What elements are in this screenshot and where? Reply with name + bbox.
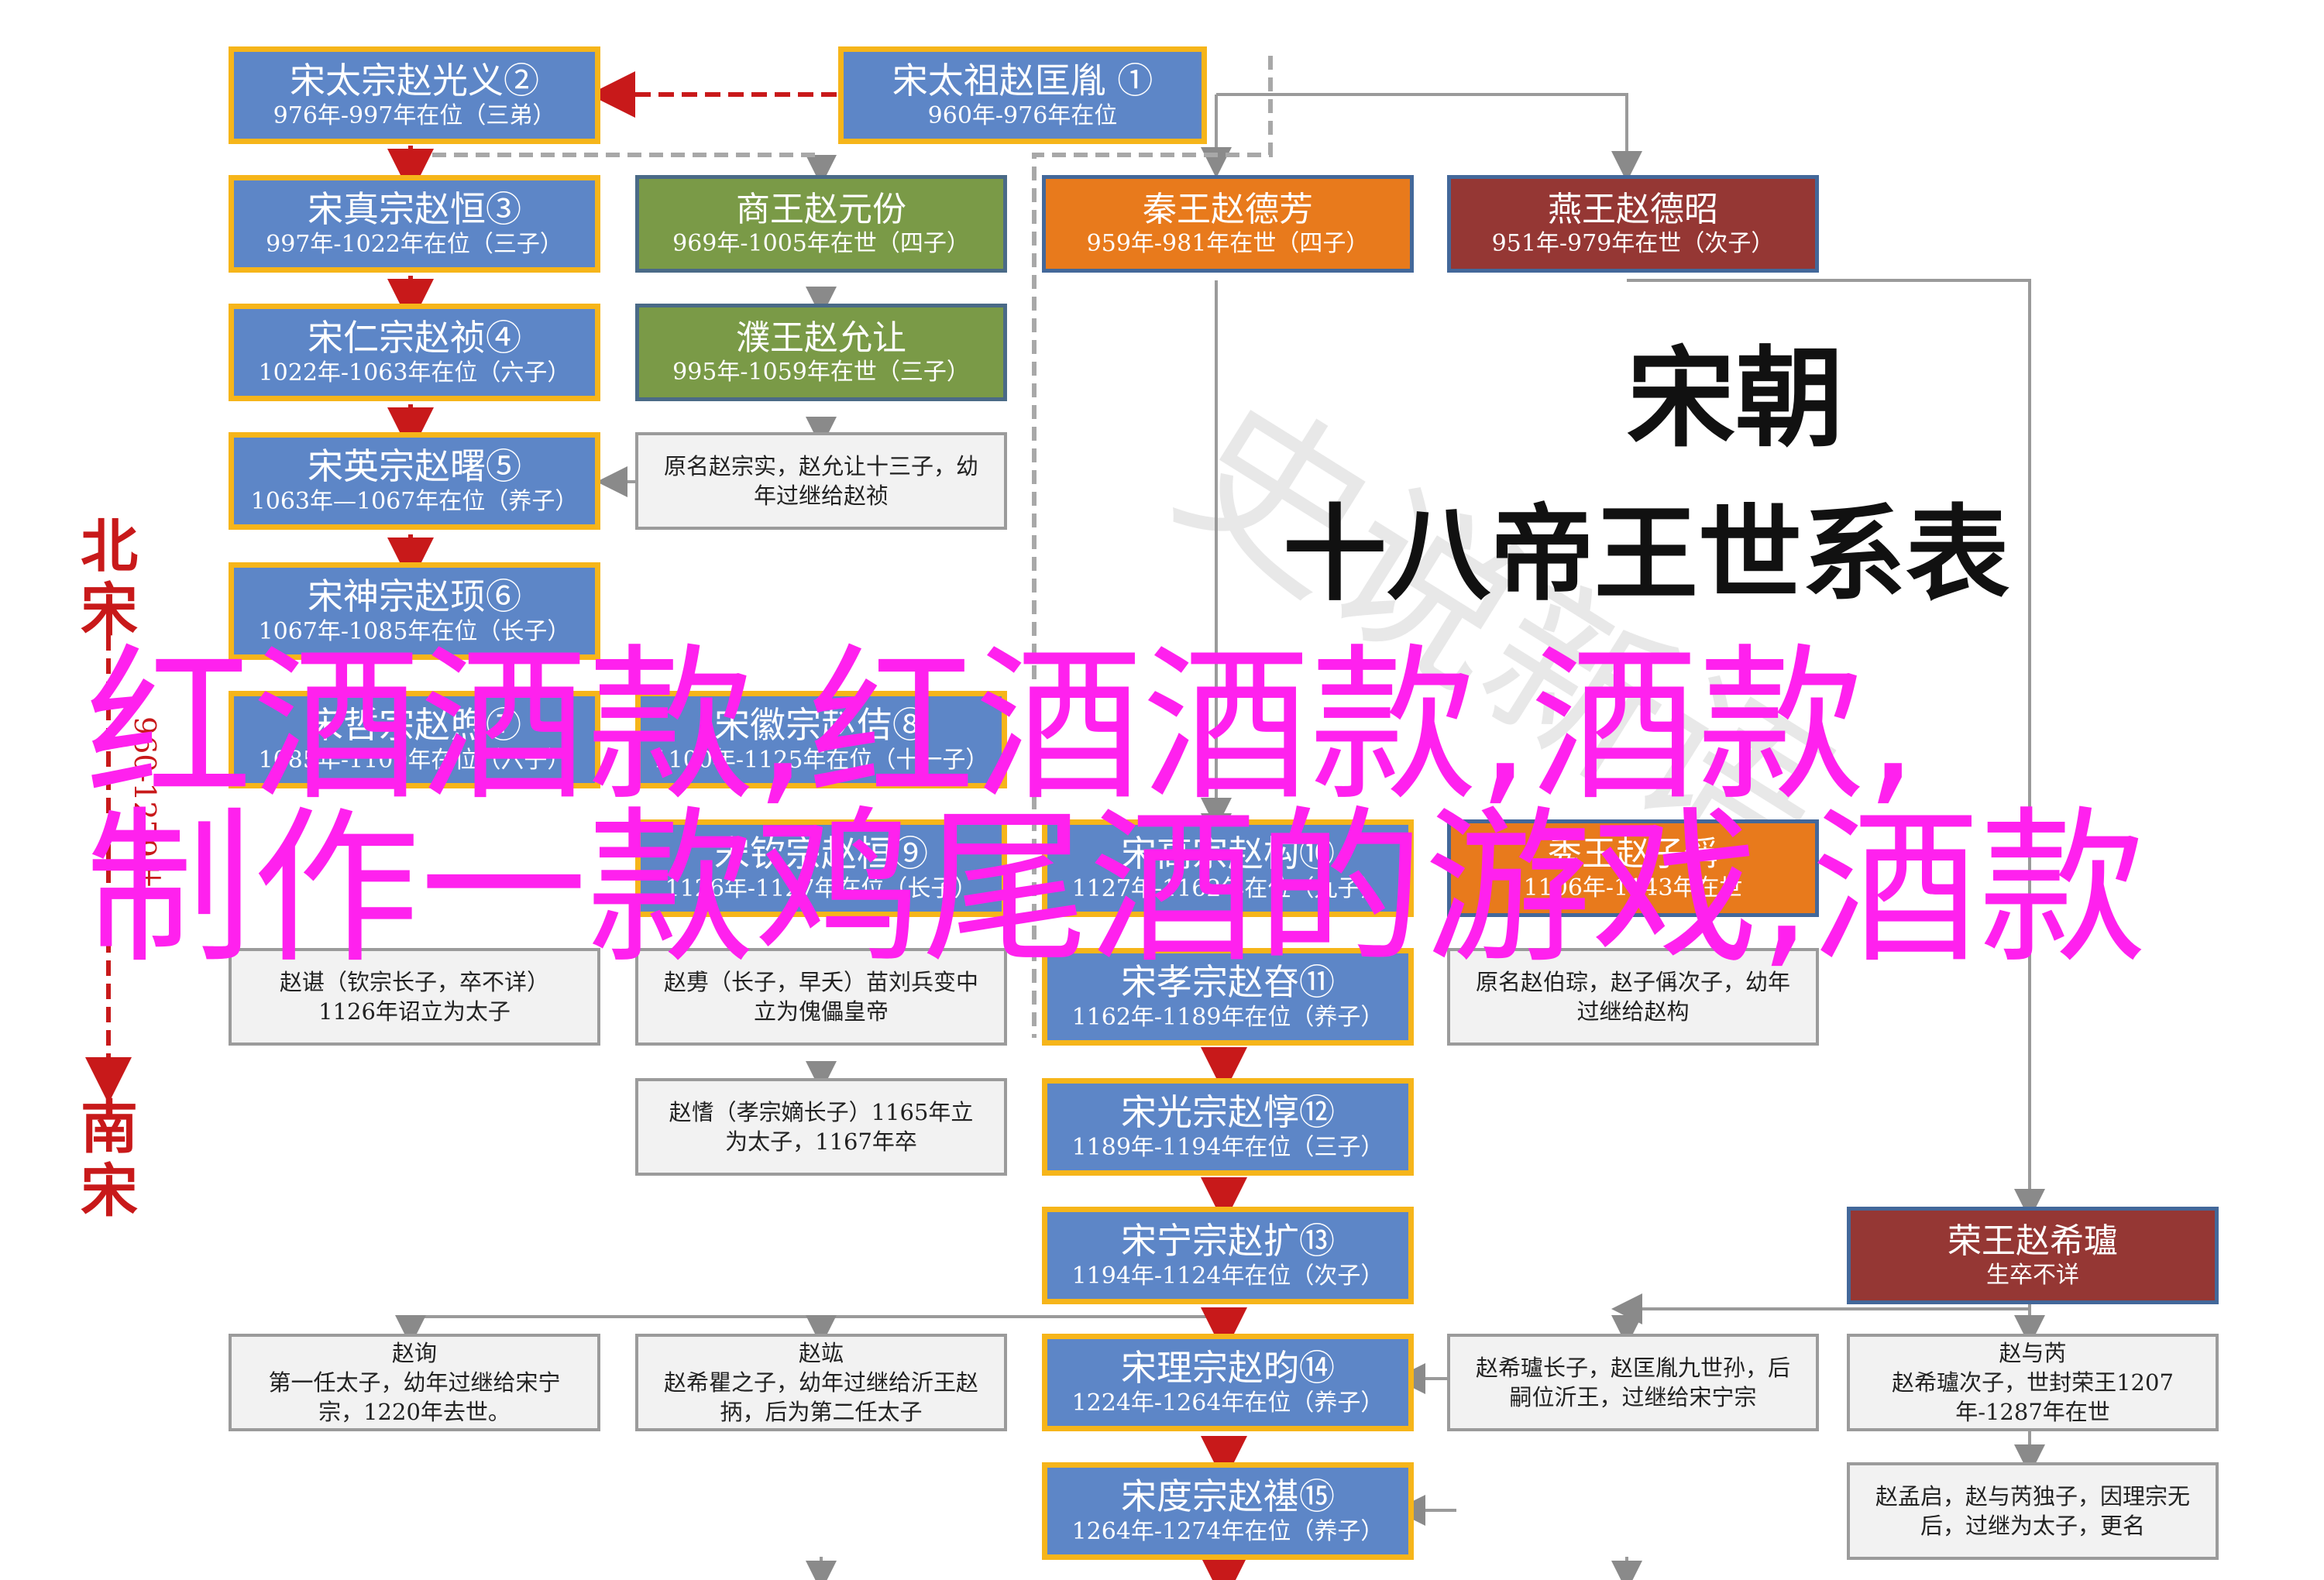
note-box-zhaochen: 赵谌（钦宗长子，卒不详）1126年诏立为太子 <box>229 948 600 1046</box>
note-box-zhaoyurui: 赵与芮 赵希瓐次子，世封荣王1207年-1287年在世 <box>1847 1334 2219 1431</box>
note-title: 赵询 <box>391 1340 437 1366</box>
emperor-box-qinzong: 宋钦宗赵桓⑨ 1126年-1127年在位（长子） <box>635 819 1007 917</box>
emperor-dates: 976年-997年在位（三弟） <box>273 102 556 129</box>
prince-name: 秦王赵德芳 <box>1143 190 1313 229</box>
emperor-name: 宋太宗赵光义② <box>290 60 539 101</box>
label-period: 960-1279年 <box>128 716 162 888</box>
prince-box-xiuwang: 秀王赵子偁 1106年-1143年在世 <box>1447 819 1819 917</box>
emperor-dates: 1224年-1264年在位（养子） <box>1071 1389 1384 1417</box>
emperor-name: 宋神宗赵顼⑥ <box>308 575 521 617</box>
emperor-dates: 997年-1022年在位（三子） <box>266 231 563 258</box>
note-text: 原名赵伯琮，赵子偁次子，幼年过继给赵构 <box>1475 969 1790 1025</box>
emperor-box-zhezong: 宋哲宗赵煦⑦ 1085年-1100年在位（六子） <box>229 691 600 788</box>
prince-name: 燕王赵德昭 <box>1548 190 1718 229</box>
page-title: 宋朝 <box>1626 335 1844 462</box>
emperor-box-shenzong: 宋神宗赵顼⑥ 1067年-1085年在位（长子） <box>229 562 600 660</box>
overlay-text-line1: 红酒酒款,红酒酒款,酒款, <box>85 629 1918 823</box>
prince-dates: 生卒不详 <box>1986 1262 2079 1289</box>
prince-dates: 1106年-1143年在世 <box>1523 874 1743 902</box>
prince-box-rongwang: 荣王赵希瓐 生卒不详 <box>1847 1207 2219 1304</box>
emperor-dates: 1126年-1127年在位（长子） <box>665 875 978 902</box>
emperor-box-xiaozong: 宋孝宗赵昚⑪ 1162年-1189年在位（养子） <box>1042 948 1414 1046</box>
note-box-zhaoqi: 赵愭（孝宗嫡长子）1165年立为太子，1167年卒 <box>635 1078 1007 1176</box>
emperor-name: 宋真宗赵恒③ <box>308 188 521 230</box>
emperor-box-yingzong: 宋英宗赵曙⑤ 1063年—1067年在位（养子） <box>229 432 600 530</box>
prince-name: 濮王赵允让 <box>736 318 906 358</box>
prince-dates: 969年-1005年在世（四子） <box>672 230 970 257</box>
emperor-dates: 1100年-1125年在位（十一子） <box>653 747 989 774</box>
emperor-box-taizu: 宋太祖赵匡胤 ① 960年-976年在位 <box>838 46 1207 144</box>
note-text: 赵愭（孝宗嫡长子）1165年立为太子，1167年卒 <box>669 1099 974 1155</box>
note-text: 赵希瞿之子，幼年过继给沂王赵抦，后为第二任太子 <box>663 1369 978 1425</box>
emperor-dates: 1067年-1085年在位（长子） <box>258 618 571 645</box>
note-text: 赵希瓐长子，赵匡胤九世孙，后嗣位沂王，过继给宋宁宗 <box>1475 1355 1790 1410</box>
note-box-zhaoxun: 赵询 第一任太子，幼年过继给宋宁宗，1220年去世。 <box>229 1334 600 1431</box>
prince-box-qinwang: 秦王赵德芳 959年-981年在世（四子） <box>1042 175 1414 273</box>
emperor-name: 宋英宗赵曙⑤ <box>308 445 521 487</box>
emperor-dates: 1194年-1124年在位（次子） <box>1071 1262 1384 1290</box>
note-box-duzong: 赵孟启，赵与芮独子，因理宗无后，过继为太子，更名 <box>1847 1462 2219 1560</box>
note-text: 赵旉（长子，早夭）苗刘兵变中立为傀儡皇帝 <box>663 969 978 1025</box>
label-south-song: 南宋 <box>81 1094 138 1224</box>
emperor-name: 宋高宗赵构⑩ <box>1121 833 1335 874</box>
note-box-yingzong: 原名赵宗实，赵允让十三子，幼年过继给赵祯 <box>635 432 1007 530</box>
emperor-name: 宋宁宗赵扩⑬ <box>1121 1220 1335 1262</box>
emperor-name: 宋哲宗赵煦⑦ <box>308 704 521 746</box>
emperor-dates: 1264年-1274年在位（养子） <box>1071 1518 1384 1545</box>
label-north-song: 北宋 <box>81 514 138 644</box>
prince-box-puwang: 濮王赵允让 995年-1059年在世（三子） <box>635 304 1007 401</box>
emperor-box-duzong: 宋度宗赵禥⑮ 1264年-1274年在位（养子） <box>1042 1462 1414 1560</box>
emperor-name: 宋孝宗赵昚⑪ <box>1121 961 1335 1003</box>
note-text: 赵孟启，赵与芮独子，因理宗无后，过继为太子，更名 <box>1875 1483 2190 1539</box>
emperor-box-guangzong: 宋光宗赵惇⑫ 1189年-1194年在位（三子） <box>1042 1078 1414 1176</box>
note-text: 赵希瓐次子，世封荣王1207年-1287年在世 <box>1892 1369 2174 1425</box>
emperor-name: 宋理宗赵昀⑭ <box>1121 1347 1335 1389</box>
emperor-box-ningzong: 宋宁宗赵扩⑬ 1194年-1124年在位（次子） <box>1042 1207 1414 1304</box>
prince-dates: 995年-1059年在世（三子） <box>672 359 970 386</box>
emperor-name: 宋太祖赵匡胤 ① <box>892 60 1153 101</box>
emperor-box-renzong: 宋仁宗赵祯④ 1022年-1063年在位（六子） <box>229 304 600 401</box>
emperor-dates: 1063年—1067年在位（养子） <box>250 488 579 515</box>
emperor-name: 宋徽宗赵佶⑧ <box>714 704 928 746</box>
overlay-text-line2: 制作一款鸡尾酒的游戏,酒款 <box>85 792 2147 986</box>
prince-name: 商王赵元份 <box>736 190 906 229</box>
page-subtitle: 十八帝王世系表 <box>1282 493 2009 615</box>
emperor-dates: 960年-976年在位 <box>927 102 1118 129</box>
note-text: 赵谌（钦宗长子，卒不详）1126年诏立为太子 <box>279 969 549 1025</box>
emperor-box-zhenzong: 宋真宗赵恒③ 997年-1022年在位（三子） <box>229 175 600 273</box>
note-box-xiaozong: 原名赵伯琮，赵子偁次子，幼年过继给赵构 <box>1447 948 1819 1046</box>
emperor-name: 宋度宗赵禥⑮ <box>1121 1475 1335 1517</box>
note-title: 赵竑 <box>798 1340 844 1366</box>
prince-dates: 959年-981年在世（四子） <box>1086 230 1370 257</box>
emperor-name: 宋钦宗赵桓⑨ <box>714 833 928 874</box>
emperor-dates: 1162年-1189年在位（养子） <box>1071 1004 1384 1031</box>
emperor-dates: 1189年-1194年在位（三子） <box>1071 1134 1384 1161</box>
emperor-box-lizong: 宋理宗赵昀⑭ 1224年-1264年在位（养子） <box>1042 1334 1414 1431</box>
emperor-dates: 1085年-1100年在位（六子） <box>258 747 571 774</box>
emperor-box-huizong: 宋徽宗赵佶⑧ 1100年-1125年在位（十一子） <box>635 691 1007 788</box>
prince-dates: 951年-979年在世（次子） <box>1491 230 1775 257</box>
note-title: 赵与芮 <box>1999 1340 2067 1366</box>
emperor-dates: 1022年-1063年在位（六子） <box>258 359 571 386</box>
prince-name: 荣王赵希瓐 <box>1948 1221 2118 1261</box>
emperor-name: 宋光宗赵惇⑫ <box>1121 1091 1335 1133</box>
prince-box-yanwang: 燕王赵德昭 951年-979年在世（次子） <box>1447 175 1819 273</box>
emperor-box-gaozong: 宋高宗赵构⑩ 1127年-1162年在位（九子） <box>1042 819 1414 917</box>
emperor-box-taizong: 宋太宗赵光义② 976年-997年在位（三弟） <box>229 46 600 144</box>
note-box-lizong: 赵希瓐长子，赵匡胤九世孙，后嗣位沂王，过继给宋宁宗 <box>1447 1334 1819 1431</box>
note-text: 原名赵宗实，赵允让十三子，幼年过继给赵祯 <box>663 453 978 509</box>
emperor-name: 宋仁宗赵祯④ <box>308 317 521 359</box>
prince-box-shangwang: 商王赵元份 969年-1005年在世（四子） <box>635 175 1007 273</box>
note-box-zhaohong: 赵竑 赵希瞿之子，幼年过继给沂王赵抦，后为第二任太子 <box>635 1334 1007 1431</box>
note-box-zhaofu: 赵旉（长子，早夭）苗刘兵变中立为傀儡皇帝 <box>635 948 1007 1046</box>
emperor-dates: 1127年-1162年在位（九子） <box>1071 875 1384 902</box>
prince-name: 秀王赵子偁 <box>1548 834 1718 874</box>
note-text: 第一任太子，幼年过继给宋宁宗，1220年去世。 <box>268 1369 561 1425</box>
